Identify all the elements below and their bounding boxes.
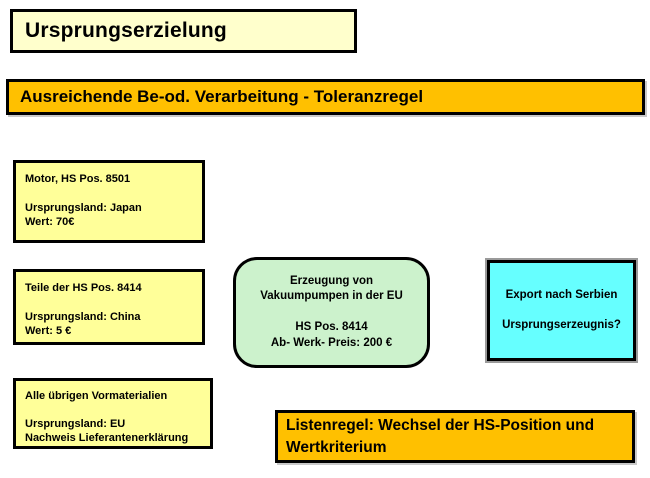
material-origin: Ursprungsland: Japan bbox=[25, 201, 142, 214]
material-title: Teile der HS Pos. 8414 bbox=[25, 282, 142, 294]
material-value: Wert: 70€ bbox=[25, 216, 75, 229]
export-question: Ursprungserzeugnis? bbox=[502, 318, 621, 331]
spacer bbox=[25, 296, 194, 310]
export-destination: Export nach Serbien bbox=[505, 288, 618, 301]
material-title: Motor, HS Pos. 8501 bbox=[25, 173, 131, 185]
material-proof: Nachweis Lieferantenerklärung bbox=[25, 432, 189, 445]
material-box-vormaterialien: Alle übrigen Vormaterialien Ursprungslan… bbox=[13, 378, 213, 449]
process-hs-pos: HS Pos. 8414 bbox=[295, 321, 368, 333]
process-box-erzeugung: Erzeugung von Vakuumpumpen in der EU HS … bbox=[233, 257, 430, 368]
material-value: Wert: 5 € bbox=[25, 325, 72, 338]
material-box-teile: Teile der HS Pos. 8414 Ursprungsland: Ch… bbox=[13, 269, 205, 345]
material-title: Alle übrigen Vormaterialien bbox=[25, 390, 168, 402]
slide-title-box: Ursprungserzielung bbox=[10, 9, 357, 53]
topic-banner-label: Ausreichende Be-od. Verarbeitung - Toler… bbox=[20, 87, 424, 106]
spacer bbox=[25, 404, 202, 417]
list-rule-label: Listenregel: Wechsel der HS-Position und… bbox=[286, 416, 595, 456]
export-box-serbien: Export nach Serbien Ursprungserzeugnis? bbox=[485, 258, 638, 363]
process-price: Ab- Werk- Preis: 200 € bbox=[270, 336, 393, 349]
topic-banner: Ausreichende Be-od. Verarbeitung - Toler… bbox=[6, 79, 645, 115]
process-line: Vakuumpumpen in der EU bbox=[260, 290, 403, 303]
list-rule-box: Listenregel: Wechsel der HS-Position und… bbox=[275, 410, 635, 463]
spacer bbox=[25, 187, 194, 201]
slide-title: Ursprungserzielung bbox=[25, 19, 227, 42]
material-origin: Ursprungsland: EU bbox=[25, 417, 126, 430]
material-box-motor: Motor, HS Pos. 8501 Ursprungsland: Japan… bbox=[13, 160, 205, 243]
process-line: Erzeugung von bbox=[289, 274, 374, 287]
material-origin: Ursprungsland: China bbox=[25, 310, 141, 323]
